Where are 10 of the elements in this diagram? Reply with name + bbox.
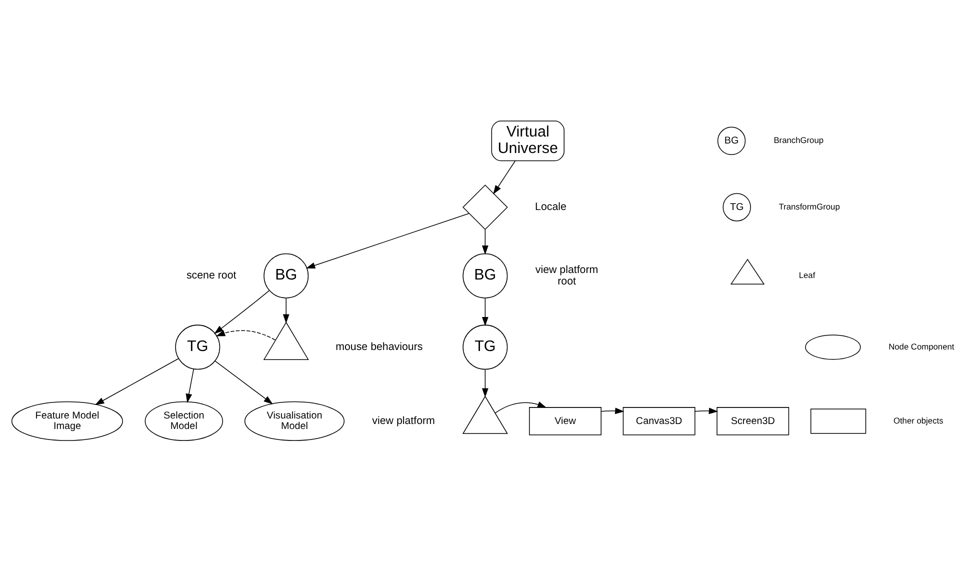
legend-label: Leaf: [798, 270, 816, 280]
legend-label: BranchGroup: [774, 135, 824, 146]
node-label: Locale: [535, 201, 566, 214]
legend-label: TransformGroup: [778, 201, 840, 212]
node-label: view platform: [372, 414, 435, 427]
legend-label: Node Component: [888, 341, 954, 352]
node-label: scene root: [186, 270, 236, 282]
node-label: mouse behaviours: [336, 341, 423, 354]
node-label: view platform root: [535, 264, 598, 288]
legend-label: Other objects: [893, 415, 944, 426]
